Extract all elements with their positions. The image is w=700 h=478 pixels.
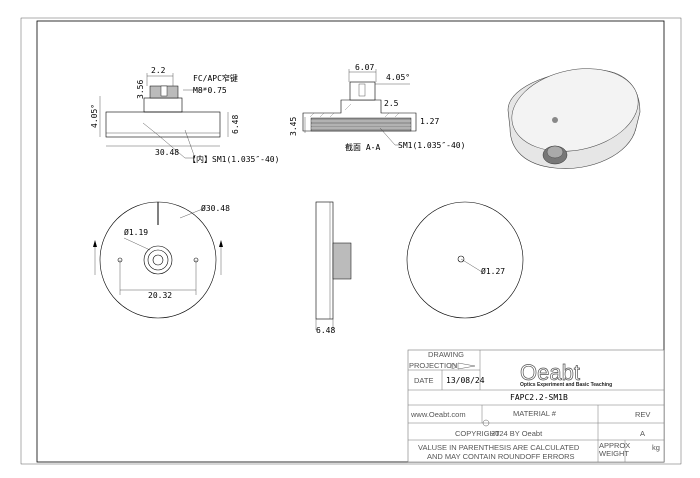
dim-4-05: 4.05° [90, 104, 99, 128]
drawing-label: DRAWING [428, 350, 464, 359]
note-m8-thread: M8*0.75 [193, 86, 227, 95]
copyright-detail: 2024 BY Oeabt [491, 429, 543, 438]
dim-2-5: 2.5 [384, 99, 399, 108]
dim-4-05-angle: 4.05° [386, 73, 410, 82]
section-view [302, 69, 417, 146]
note-line-2: AND MAY CONTAIN ROUNDOFF ERRORS [427, 452, 575, 461]
material-label: MATERIAL # [513, 409, 557, 418]
date-value: 13/08/24 [446, 376, 485, 385]
isometric-render [507, 68, 641, 169]
top-view [93, 201, 223, 319]
dim-hole: Ø1.19 [124, 227, 148, 237]
dim-20-32: 20.32 [148, 291, 172, 300]
date-label: DATE [414, 376, 433, 385]
weight-unit: kg [652, 443, 660, 452]
title-block [407, 349, 665, 463]
note-key: FC/APC窄键 [193, 73, 238, 83]
dim-side-thickness: 6.48 [316, 326, 335, 335]
dim-3-45: 3.45 [289, 117, 298, 136]
dim-1-27: 1.27 [420, 117, 439, 126]
rev-label: REV [635, 410, 650, 419]
approx-label: APPROX [599, 441, 630, 450]
dim-6-48: 6.48 [231, 115, 240, 134]
dim-6-07: 6.07 [355, 63, 374, 72]
dim-diameter: Ø30.48 [201, 203, 230, 213]
copyright-label: COPYRIGHT [455, 429, 500, 438]
part-number: FAPC2.2-SM1B [510, 393, 568, 402]
section-label: 截面 A-A [345, 142, 380, 152]
note-sm1-thread: SM1(1.035″-40) [398, 141, 465, 150]
note-inner-thread: 【内】SM1(1.035″-40) [188, 154, 279, 164]
dim-back-hole: Ø1.27 [481, 266, 505, 276]
inner-border [36, 20, 665, 463]
dim-2-2: 2.2 [151, 66, 166, 75]
back-view [406, 201, 524, 319]
dim-30-48: 30.48 [155, 148, 179, 157]
website: www.Oeabt.com [410, 410, 466, 419]
oeabt-logo: Oeabt [520, 360, 580, 385]
side-view [315, 201, 352, 330]
weight-label: WEIGHT [599, 449, 629, 458]
note-line-1: VALUSE IN PARENTHESIS ARE CALCULATED [418, 443, 580, 452]
logo-tagline: Optics Experiment and Basic Teaching [520, 382, 612, 388]
projection-label: PROJECTION [409, 361, 457, 370]
front-view [99, 73, 229, 159]
outer-border [20, 17, 682, 465]
dim-3-56: 3.56 [136, 80, 145, 99]
rev-value: A [640, 429, 645, 438]
